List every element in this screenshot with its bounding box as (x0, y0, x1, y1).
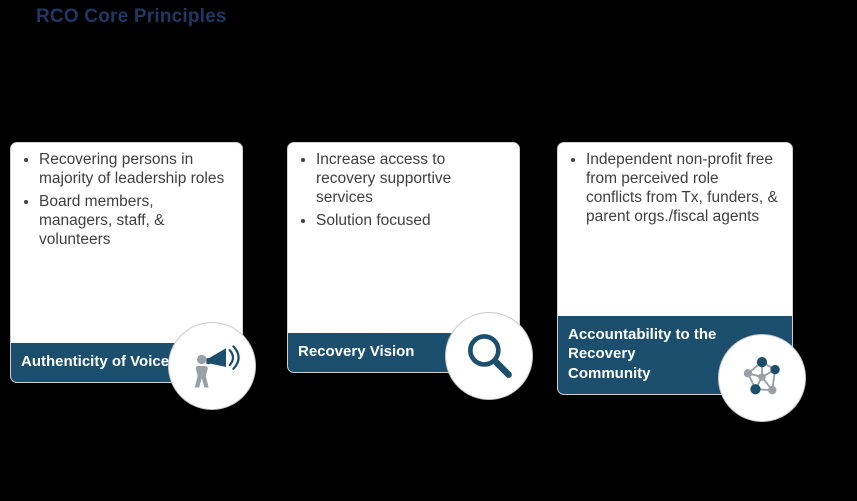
card-accountability: Independent non-profit free from perceiv… (557, 142, 806, 422)
megaphone-person-icon (194, 345, 240, 388)
magnifier-icon (468, 334, 512, 378)
page-title: RCO Core Principles (36, 6, 227, 27)
card-body: Independent non-profit free from perceiv… (558, 143, 792, 316)
people-network-icon (743, 357, 780, 395)
card-authenticity-of-voice: Recovering persons in majority of leader… (10, 142, 256, 410)
bullet-list: Independent non-profit free from perceiv… (564, 151, 778, 227)
bullet-item: Increase access to recovery supportive s… (316, 151, 505, 208)
icon-circle (718, 334, 806, 422)
bullet-item: Board members, managers, staff, & volunt… (39, 193, 228, 250)
icon-circle (168, 322, 256, 410)
card-body: Increase access to recovery supportive s… (288, 143, 519, 333)
bullet-item: Independent non-profit free from perceiv… (586, 151, 778, 227)
bullet-item: Solution focused (316, 212, 505, 231)
bullet-item: Recovering persons in majority of leader… (39, 151, 228, 189)
card-recovery-vision: Increase access to recovery supportive s… (287, 142, 533, 400)
bullet-list: Recovering persons in majority of leader… (17, 151, 228, 250)
card-body: Recovering persons in majority of leader… (11, 143, 242, 343)
icon-circle (445, 312, 533, 400)
bullet-list: Increase access to recovery supportive s… (294, 151, 505, 231)
